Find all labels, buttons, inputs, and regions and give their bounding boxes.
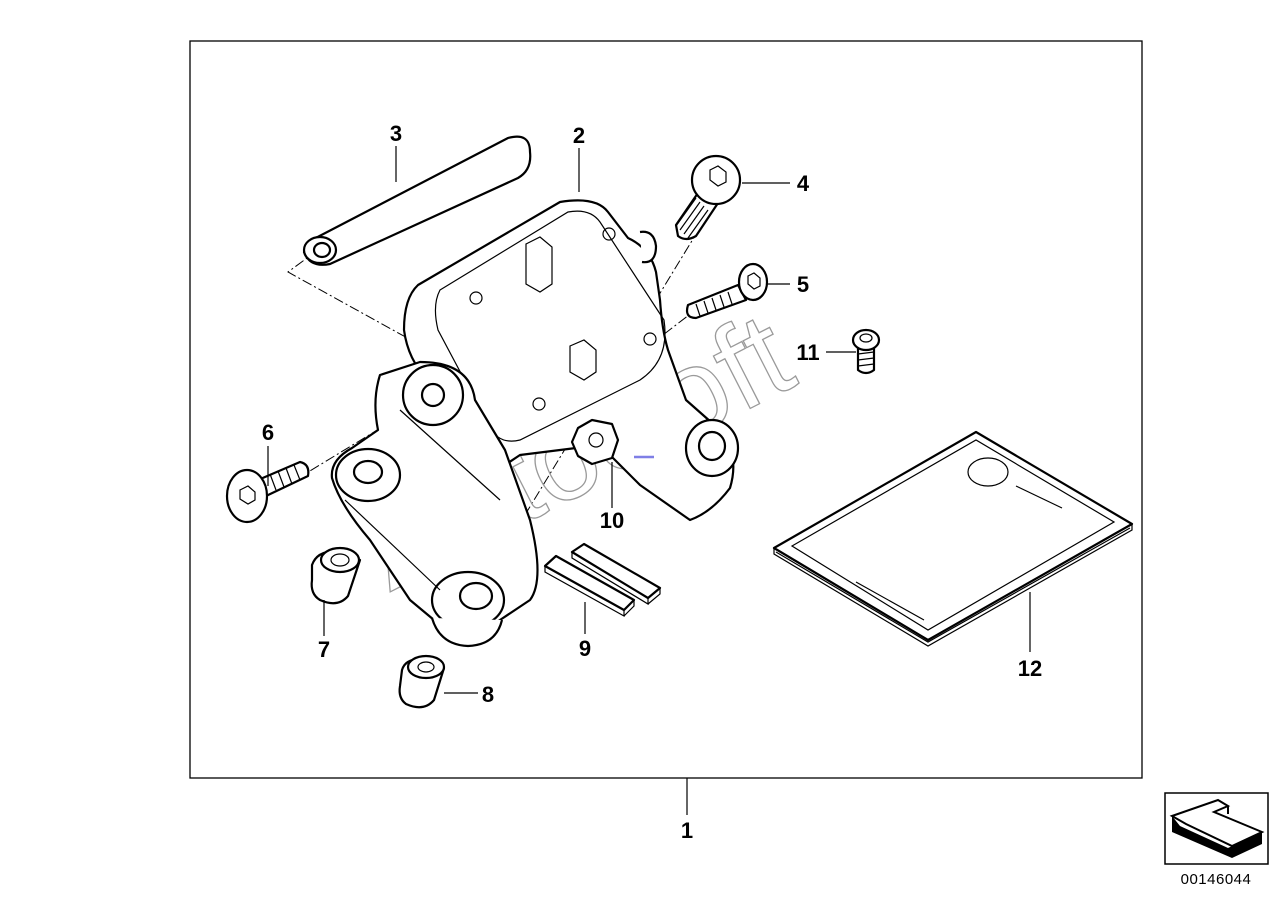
- callout-12: 12: [1018, 656, 1042, 681]
- part-7-spacer: [310, 546, 362, 605]
- diagram-code: 00146044: [1181, 871, 1252, 888]
- part-4-bolt: [674, 154, 742, 241]
- callout-1: 1: [681, 818, 693, 843]
- callout-8: 8: [482, 682, 494, 707]
- callout-11: 11: [796, 340, 819, 365]
- part-10-nut: [570, 418, 620, 466]
- lower-bracket: [330, 360, 539, 648]
- part-8-spacer: [398, 654, 446, 709]
- part-9-pads: [543, 542, 662, 618]
- assembly-frame: [189, 40, 1143, 779]
- callout-3: 3: [390, 121, 402, 146]
- callout-4: 4: [797, 171, 810, 196]
- callout-10: 10: [600, 508, 624, 533]
- part-5-bolt: [685, 262, 769, 320]
- callout-2: 2: [573, 123, 585, 148]
- callout-6: 6: [262, 420, 274, 445]
- callout-5: 5: [797, 272, 809, 297]
- part-6-bolt: [225, 460, 310, 524]
- part-11-screw: [851, 328, 881, 375]
- part-12-booklet: [772, 430, 1134, 647]
- callout-9: 9: [579, 636, 591, 661]
- callout-7: 7: [318, 637, 330, 662]
- direction-arrow-icon: [1164, 792, 1269, 865]
- part-3-pin: [302, 135, 532, 266]
- leader-lines: [267, 146, 1031, 815]
- callout-labels: 1 2 3 4 5 6 7 8 9 10 11 12: [262, 121, 1042, 843]
